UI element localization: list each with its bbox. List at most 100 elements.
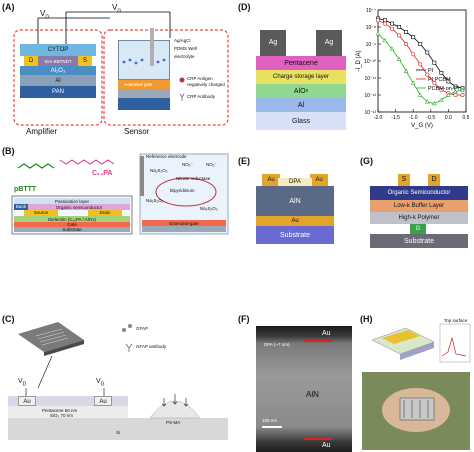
reference-electrode-label: Reference electrode [146,154,187,159]
extended-gate-b-label: Extended-gate [142,220,226,226]
data-point [383,21,388,26]
y-tick-label: 10⁻⁸ [366,25,376,31]
c14pa-label: C₁₄PA [92,170,113,177]
scale-bar [262,426,282,428]
panel-h: (H) Top surface [358,310,474,452]
pbttt-label: pBTTT [14,186,37,193]
inset-title: Top surface [444,318,468,323]
legend-entry: PCBM-on-PI [428,86,459,92]
panel-h-label: (H) [360,314,373,324]
au-c-right: Au [94,396,112,406]
gate-g: G [410,224,426,234]
x-tick-label: 0.0 [445,115,452,121]
na2s2o3-1: Na₂S₂O₃ [150,168,168,173]
gate-b: Gate [14,222,130,227]
panel-b: (B) pBTTT C₁₄PA Reference electrode Pass… [0,146,232,238]
source-g: S [398,174,410,186]
na2s2o3-2: Na₂S₂O₃ [146,198,164,203]
vd-c-label: VD [18,378,27,388]
x-axis-label: V_G (V) [411,123,433,129]
amplifier-caption: Amplifier [26,127,58,136]
bank-label: Bank [14,204,28,210]
data-point [411,35,416,40]
panel-g-stack: S D Organic Semiconductor Low-k Buffer L… [370,174,468,250]
drain-electrode-a: D [24,56,38,66]
data-point [375,31,381,36]
data-point [375,18,380,23]
al-layer-d: Al [256,98,346,112]
data-point [453,84,458,89]
data-point [382,38,388,43]
dpa-marker [304,340,332,342]
panel-d-label: (D) [238,2,251,12]
legend-antibody: CRP Antibody [187,94,215,99]
substrate-g: Substrate [370,234,468,248]
data-point [383,18,387,23]
pan-layer: PAN [20,86,96,98]
panel-d-stack: Ag Ag Pentacene Charge storage layer AlO… [256,30,346,130]
data-point [411,52,416,57]
panel-e-label: (E) [238,156,250,166]
panel-b-label: (B) [2,146,15,156]
sensor-electrolyte-art [118,28,185,110]
extended-gate-b: Extended-gate [142,220,226,232]
dpa-layer-e: DPA [278,178,312,186]
organic-semiconductor-g: Organic Semiconductor [370,186,468,200]
source-b: Source [24,210,58,216]
sensor-caption: Sensor [124,127,150,136]
dielectric-b: Dielectric (C₁₄PA / AlOx) [14,216,130,222]
y-axis-label: -I_D (A) [356,50,362,71]
y-tick-label: 10⁻⁷ [366,8,376,14]
panel-f: (F) Au DPA (~7 nm) AlN 100 nm Au [236,310,354,452]
data-point [432,81,437,86]
panel-g-label: (G) [360,156,373,166]
data-point [460,87,465,92]
panel-a-label: (A) [2,2,15,12]
data-point [389,46,395,51]
panel-e-stack: Au Au DPA AlN Au Substrate [256,174,334,250]
y-tick-label: 10⁻⁹ [366,42,376,48]
data-point [432,60,437,65]
panel-h-art [362,323,471,450]
data-point [404,41,409,46]
gfap-legend: GFAP [136,326,149,331]
aln-f: AlN [306,390,319,399]
x-tick-label: -2.0 [374,115,383,121]
si-c: Si [116,430,121,435]
au-c-left: Au [18,396,36,406]
substrate-e: Substrate [256,226,334,244]
na2s2o3-3: Na₂S₂O₃ [200,206,218,211]
y-tick-label: 10⁻¹² [364,93,376,99]
legend-entry: PI [428,68,434,74]
aln-layer-e: AlN [256,186,334,216]
data-point [403,68,409,73]
data-point [396,56,402,62]
high-k-polymer-g: High-k Polymer [370,212,468,224]
data-point [418,42,423,46]
charge-storage-layer: Charge storage layer [256,70,346,84]
no3-label: NO₃⁻ [182,162,193,167]
gfap-antibody-legend: GFAP antibody [136,344,167,349]
panel-f-label: (F) [238,314,250,324]
data-point [439,87,444,92]
cytop-layer: CYTOP [20,44,96,56]
pentacene-c: Pentacene 50 nm [42,408,78,413]
x-tick-label: -1.0 [409,115,418,121]
data-point [418,62,423,67]
y-tick-label: 10⁻¹¹ [364,76,376,82]
buffer-layer-g: Low-k Buffer Layer [370,200,468,212]
al-layer: Al [20,75,96,86]
x-tick-label: -1.5 [391,115,400,121]
data-point [397,33,402,38]
data-point [404,30,409,35]
organic-semiconductor-b: Organic semiconductor [28,204,130,210]
legend-agcl: Ag/AgCl [174,38,191,43]
panel-b-stack: Passivation layer Bank Organic semicondu… [14,198,130,232]
legend-electrolyte: electrolyte [174,54,195,59]
au-bottom-marker [304,438,332,440]
glass-layer-d: Glass [256,112,346,130]
no2-label: NO₂⁻ [206,162,217,167]
au-bottom-f: Au [322,442,331,449]
data-point [410,80,416,85]
